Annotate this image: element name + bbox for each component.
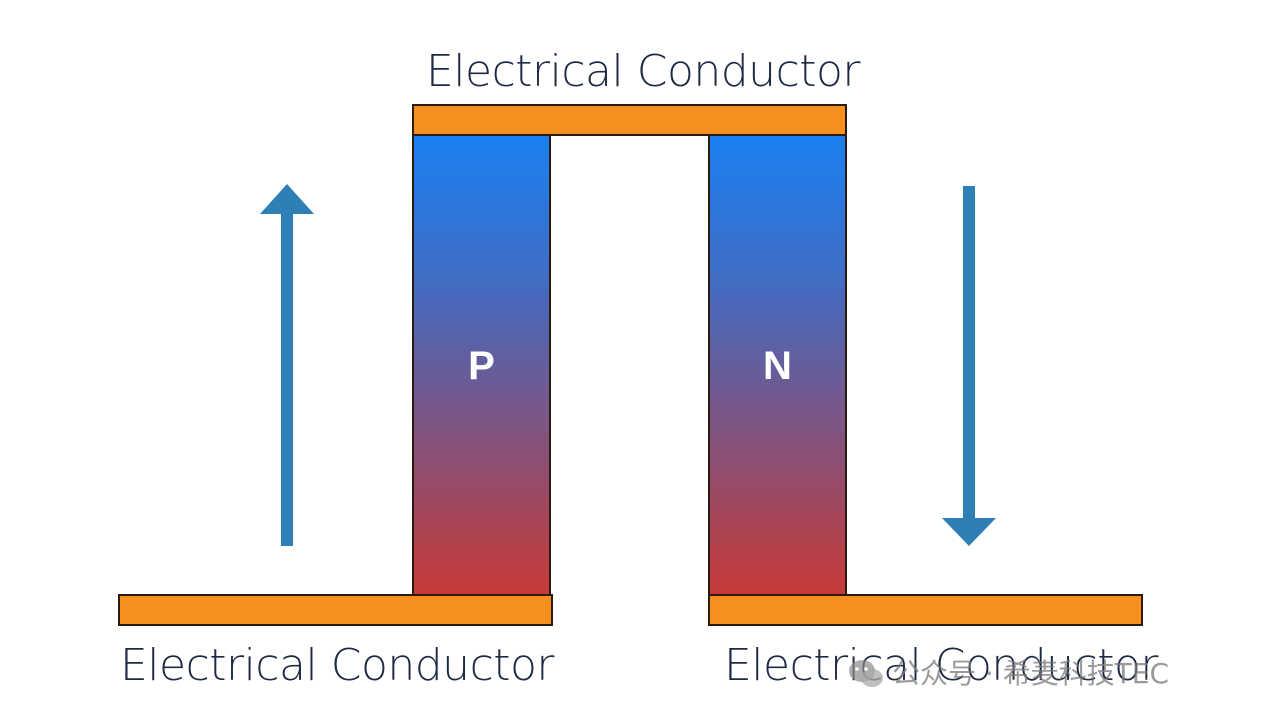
p-leg-label: P bbox=[468, 344, 495, 388]
bottom-right-conductor-bar bbox=[708, 594, 1143, 626]
top-conductor-label: Electrical Conductor bbox=[426, 46, 861, 97]
bottom-right-conductor-label: Electrical Conductor bbox=[724, 640, 1159, 691]
wechat-icon bbox=[849, 660, 883, 687]
top-conductor-bar bbox=[412, 104, 847, 136]
n-leg-label: N bbox=[763, 344, 792, 388]
n-type-leg: N bbox=[708, 136, 847, 596]
current-up-arrow-icon bbox=[260, 184, 314, 546]
p-type-leg: P bbox=[412, 136, 551, 596]
watermark-text: 公众号 · 希麦科技TEC bbox=[892, 657, 1170, 690]
bottom-left-conductor-bar bbox=[118, 594, 553, 626]
bottom-left-conductor-label: Electrical Conductor bbox=[120, 640, 555, 691]
current-down-arrow-icon bbox=[942, 186, 996, 546]
watermark: 公众号 · 希麦科技TEC bbox=[848, 658, 1169, 690]
